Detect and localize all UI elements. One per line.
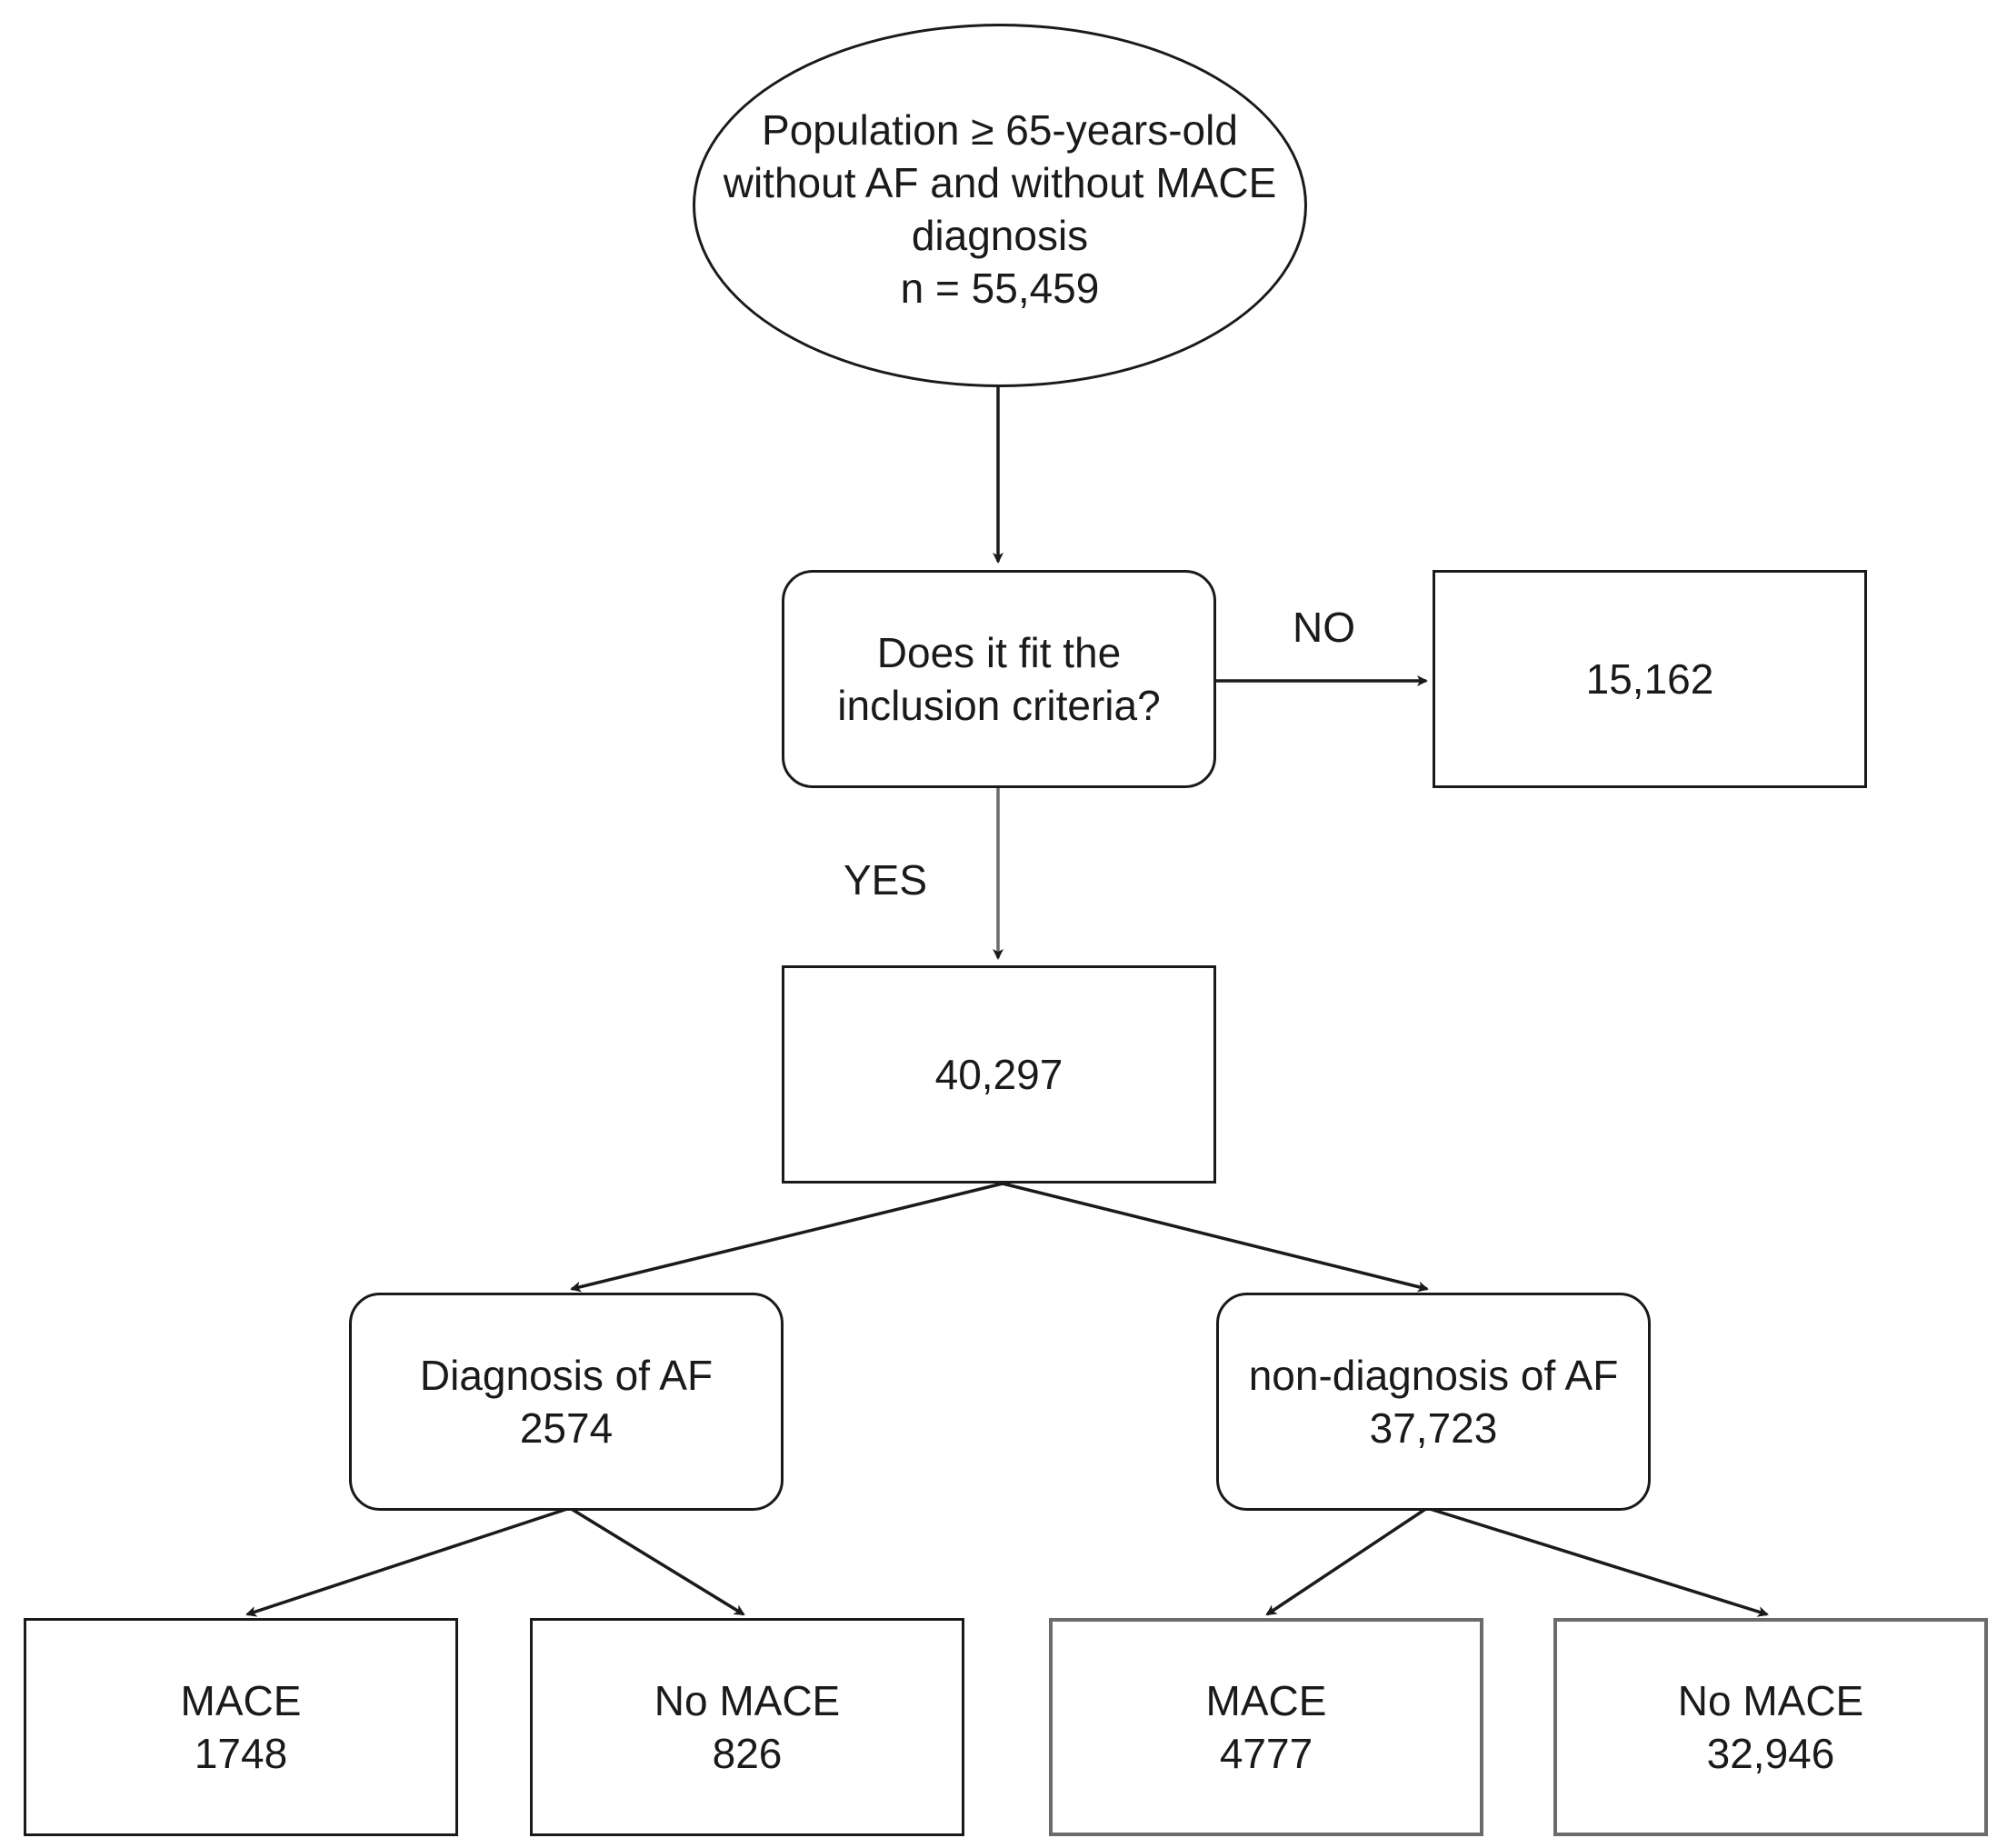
question-line-1: Does it fit the	[876, 629, 1122, 676]
arrow-included-to-non-af	[1002, 1182, 1429, 1293]
excluded-count: 15,162	[1585, 655, 1714, 703]
non-af-mace-label: MACE	[1205, 1677, 1327, 1724]
included-node: 40,297	[782, 965, 1216, 1184]
non-af-no-mace-count: 32,946	[1706, 1730, 1835, 1777]
excluded-node: 15,162	[1433, 570, 1867, 788]
non-af-diagnosis-label: non-diagnosis of AF	[1248, 1352, 1619, 1399]
arrow-included-to-af	[570, 1182, 1004, 1293]
af-mace-node: MACE 1748	[24, 1618, 458, 1836]
non-af-mace-count: 4777	[1219, 1730, 1313, 1777]
arrow-non-af-to-no-mace	[1426, 1506, 1769, 1617]
af-diagnosis-count: 2574	[519, 1404, 614, 1452]
inclusion-question-node: Does it fit the inclusion criteria?	[782, 570, 1216, 788]
arrow-non-af-to-mace	[1265, 1506, 1428, 1616]
af-diagnosis-label: Diagnosis of AF	[419, 1352, 714, 1399]
question-line-2: inclusion criteria?	[837, 682, 1161, 729]
non-af-diagnosis-node: non-diagnosis of AF 37,723	[1216, 1293, 1651, 1511]
af-no-mace-count: 826	[712, 1730, 783, 1777]
population-line-3: diagnosis	[911, 212, 1089, 259]
af-no-mace-label: No MACE	[654, 1677, 841, 1724]
af-mace-label: MACE	[180, 1677, 302, 1724]
non-af-no-mace-node: No MACE 32,946	[1553, 1618, 1988, 1836]
population-line-1: Population ≥ 65-years-old	[762, 106, 1238, 154]
no-edge-label: NO	[1293, 604, 1355, 651]
population-count: n = 55,459	[900, 265, 1100, 312]
arrow-af-to-mace	[245, 1506, 571, 1617]
arrow-af-to-no-mace	[569, 1506, 745, 1616]
non-af-mace-node: MACE 4777	[1049, 1618, 1483, 1836]
af-mace-count: 1748	[194, 1730, 288, 1777]
af-diagnosis-node: Diagnosis of AF 2574	[349, 1293, 784, 1511]
non-af-no-mace-label: No MACE	[1677, 1677, 1864, 1724]
non-af-diagnosis-count: 37,723	[1369, 1404, 1498, 1452]
included-count: 40,297	[934, 1051, 1063, 1098]
yes-edge-label: YES	[844, 856, 928, 904]
population-line-2: without AF and without MACE	[723, 159, 1277, 206]
population-node: Population ≥ 65-years-old without AF and…	[693, 24, 1307, 387]
af-no-mace-node: No MACE 826	[530, 1618, 964, 1836]
